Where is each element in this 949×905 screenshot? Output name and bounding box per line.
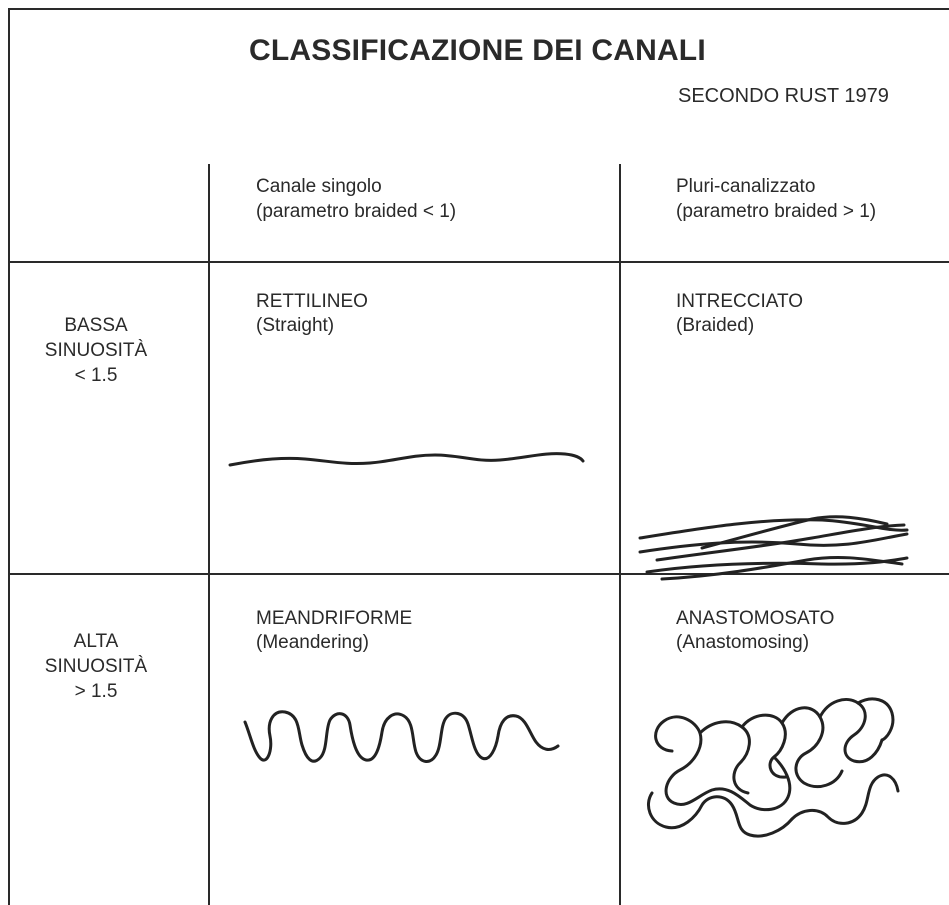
straight-channel-icon <box>228 452 585 467</box>
channel-type-name: ANASTOMOSATO <box>676 608 835 629</box>
channel-type-english: (Braided) <box>676 315 755 336</box>
column-header-parameter: (parametro braided < 1) <box>256 201 457 222</box>
meandering-channel-icon <box>243 710 560 763</box>
channel-type-english: (Meandering) <box>256 632 369 653</box>
column-divider-2 <box>619 164 621 905</box>
row-label-line: BASSA <box>64 315 128 336</box>
row-label-line: ALTA <box>73 631 119 652</box>
row-divider-2 <box>8 573 949 575</box>
frame-top-border <box>8 8 949 10</box>
page-subtitle: SECONDO RUST 1979 <box>678 85 889 107</box>
column-divider-1 <box>208 164 210 905</box>
channel-type-name: RETTILINEO <box>256 291 368 312</box>
row-label-threshold: > 1.5 <box>74 681 118 702</box>
page-title: CLASSIFICAZIONE DEI CANALI <box>249 34 706 67</box>
braided-channel-icon <box>638 515 909 581</box>
column-header-parameter: (parametro braided > 1) <box>676 201 877 222</box>
cell-anastomosing: ANASTOMOSATO (Anastomosing) <box>676 607 834 655</box>
channel-type-name: INTRECCIATO <box>676 291 804 312</box>
row-label-line: SINUOSITÀ <box>44 340 148 361</box>
row-label-high-sinuosity: ALTA SINUOSITÀ > 1.5 <box>36 629 156 704</box>
frame-left-border <box>8 8 10 905</box>
anastomosing-channel-icon <box>647 697 900 838</box>
column-header-title: Canale singolo <box>256 176 382 197</box>
row-label-low-sinuosity: BASSA SINUOSITÀ < 1.5 <box>36 313 156 388</box>
row-label-threshold: < 1.5 <box>74 365 118 386</box>
column-header-multi-channel: Pluri-canalizzato (parametro braided > 1… <box>676 174 876 224</box>
row-divider-1 <box>8 261 949 263</box>
cell-straight: RETTILINEO (Straight) <box>256 290 368 338</box>
channel-type-english: (Anastomosing) <box>676 632 810 653</box>
channel-type-name: MEANDRIFORME <box>256 608 413 629</box>
channel-type-english: (Straight) <box>256 315 335 336</box>
column-header-title: Pluri-canalizzato <box>676 176 816 197</box>
cell-braided: INTRECCIATO (Braided) <box>676 290 803 338</box>
column-header-single-channel: Canale singolo (parametro braided < 1) <box>256 174 456 224</box>
cell-meandering: MEANDRIFORME (Meandering) <box>256 607 412 655</box>
row-label-line: SINUOSITÀ <box>44 656 148 677</box>
